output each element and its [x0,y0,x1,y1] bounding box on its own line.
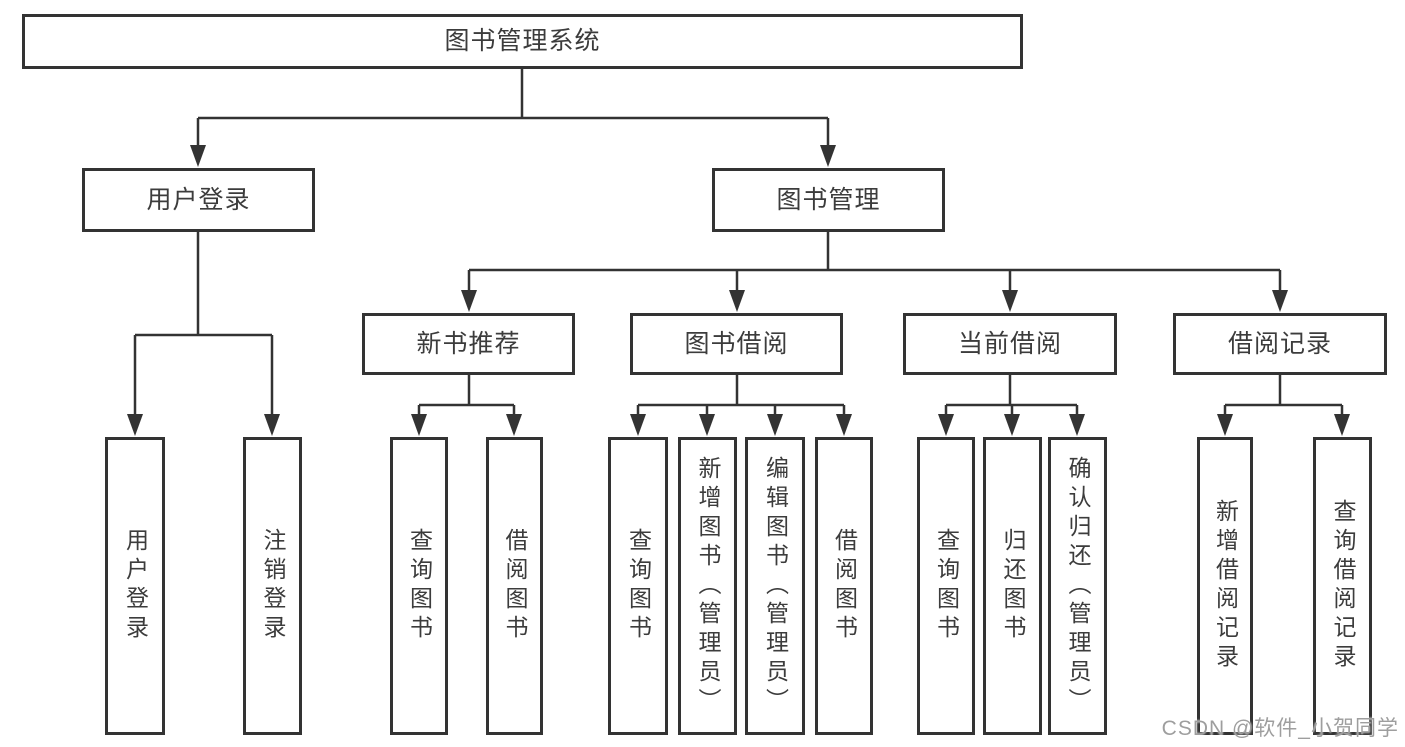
leaf-edit-books-admin: 编辑图书（管理员） [745,437,805,735]
leaf-borrow-books: 借阅图书 [815,437,873,735]
node-label: 新增图书（管理员） [695,455,721,717]
node-label: 新增借阅记录 [1212,499,1239,673]
leaf-query-books: 查询图书 [917,437,975,735]
node-new-book-recommendation: 新书推荐 [362,313,575,375]
leaf-borrow-books: 借阅图书 [486,437,543,735]
node-label: 图书借阅 [684,329,789,358]
node-label: 编辑图书（管理员） [762,455,789,717]
node-label: 查询借阅记录 [1330,499,1356,673]
node-label: 查询图书 [625,528,652,644]
node-label: 图书管理 [776,185,881,214]
node-label: 查询图书 [933,528,960,644]
node-library-management-system: 图书管理系统 [22,14,1023,69]
csdn-watermark: CSDN @软件_小贺同学 [1161,717,1399,740]
leaf-logout: 注销登录 [243,437,302,735]
leaf-confirm-return-admin: 确认归还（管理员） [1048,437,1107,735]
node-label: 新书推荐 [416,329,521,358]
node-user-login: 用户登录 [82,168,315,232]
leaf-return-books: 归还图书 [983,437,1042,735]
node-label: 注销登录 [260,528,286,644]
node-label: 用户登录 [122,528,149,644]
leaf-user-login: 用户登录 [105,437,165,735]
leaf-add-books-admin: 新增图书（管理员） [678,437,737,735]
node-label: 借阅图书 [502,528,528,644]
arrowheads [127,145,1350,436]
node-book-borrowing: 图书借阅 [630,313,843,375]
node-borrowing-records: 借阅记录 [1173,313,1387,375]
node-label: 借阅图书 [831,528,858,644]
leaf-query-borrow-record: 查询借阅记录 [1313,437,1372,735]
node-current-borrowing: 当前借阅 [903,313,1117,375]
leaf-query-books: 查询图书 [390,437,448,735]
node-label: 查询图书 [406,528,433,644]
leaf-query-books: 查询图书 [608,437,668,735]
node-label: 借阅记录 [1227,329,1332,358]
node-book-management: 图书管理 [712,168,945,232]
node-label: 当前借阅 [957,329,1062,358]
leaf-add-borrow-record: 新增借阅记录 [1197,437,1253,735]
node-label: 用户登录 [146,185,251,214]
node-label: 图书管理系统 [444,27,601,55]
node-label: 确认归还（管理员） [1065,455,1091,717]
node-label: 归还图书 [1000,528,1026,644]
